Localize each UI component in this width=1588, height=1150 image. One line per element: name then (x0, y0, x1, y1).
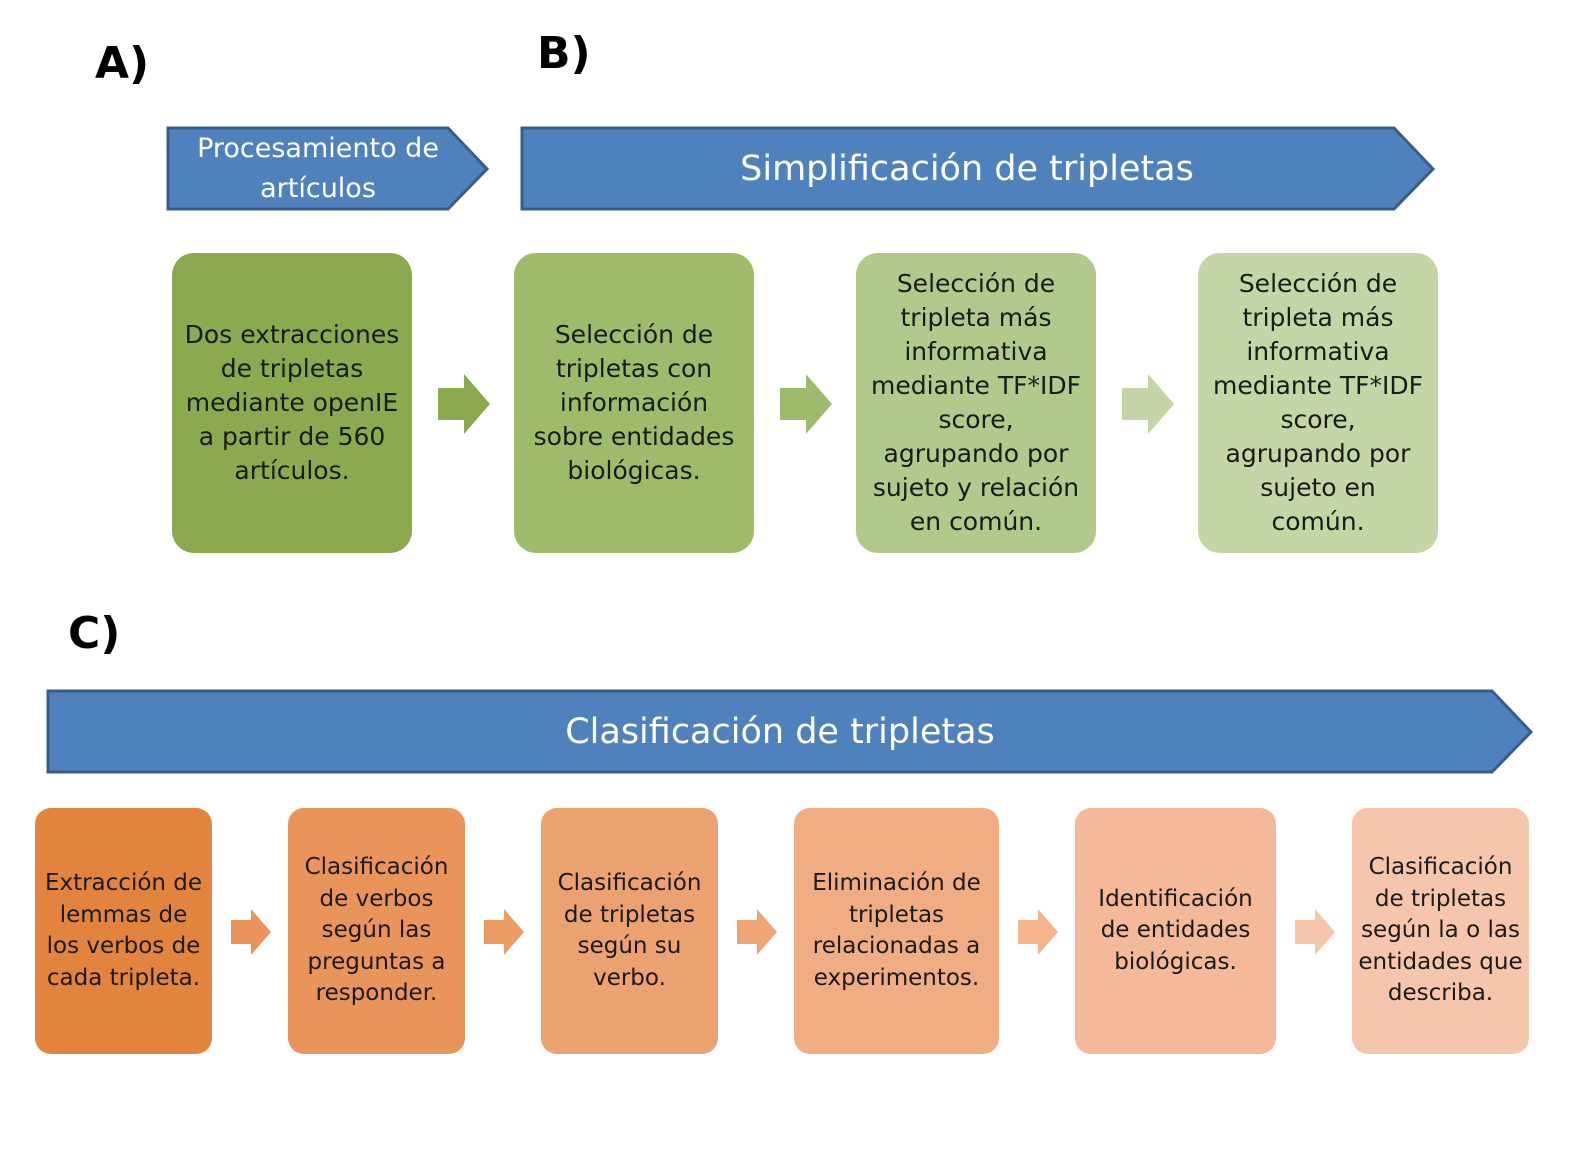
arrow-right-icon (737, 909, 777, 955)
arrow-right-icon (484, 909, 524, 955)
arrow-right-icon (1018, 909, 1058, 955)
orange-step-5-text: Identificación de entidades biológicas. (1098, 885, 1253, 975)
banner-b-text: Simplificación de tripletas (740, 149, 1194, 189)
orange-step-3: Clasificación de tripletas según su verb… (541, 808, 718, 1054)
orange-step-4-text: Eliminación de tripletas relacionadas a … (812, 870, 981, 991)
green-step-4-text: Selección de tripleta más informativa me… (1213, 269, 1423, 536)
section-b-label: B) (537, 28, 591, 79)
banner-simplificacion: Simplificación de tripletas (520, 126, 1436, 211)
section-c-label: C) (68, 608, 121, 659)
green-step-3-text: Selección de tripleta más informativa me… (871, 269, 1081, 536)
green-step-2: Selección de tripletas con información s… (514, 253, 754, 553)
arrow-right-icon (438, 374, 490, 434)
banner-a-shape (166, 126, 490, 211)
arrow-right-icon (1122, 374, 1174, 434)
banner-clasificacion: Clasificación de tripletas (46, 689, 1534, 774)
green-step-4: Selección de tripleta más informativa me… (1198, 253, 1438, 553)
arrow-right-icon (1295, 909, 1335, 955)
orange-step-6-text: Clasificación de tripletas según la o la… (1358, 854, 1523, 1007)
green-step-1: Dos extracciones de tripletas mediante o… (172, 253, 412, 553)
arrow-right-icon (231, 909, 271, 955)
green-step-3: Selección de tripleta más informativa me… (856, 253, 1096, 553)
orange-step-1: Extracción de lemmas de los verbos de ca… (35, 808, 212, 1054)
green-step-2-text: Selección de tripletas con información s… (533, 320, 735, 485)
banner-procesamiento: Procesamiento de artículos (166, 126, 490, 211)
arrow-right-icon (780, 374, 832, 434)
orange-step-1-text: Extracción de lemmas de los verbos de ca… (44, 870, 203, 991)
orange-step-2: Clasificación de verbos según las pregun… (288, 808, 465, 1054)
orange-step-2-text: Clasificación de verbos según las pregun… (304, 854, 449, 1007)
banner-c-text: Clasificación de tripletas (565, 712, 995, 752)
green-step-1-text: Dos extracciones de tripletas mediante o… (184, 320, 400, 485)
orange-step-6: Clasificación de tripletas según la o la… (1352, 808, 1529, 1054)
orange-step-5: Identificación de entidades biológicas. (1075, 808, 1276, 1054)
banner-c-shape (46, 689, 1534, 774)
orange-step-3-text: Clasificación de tripletas según su verb… (557, 870, 702, 991)
orange-step-4: Eliminación de tripletas relacionadas a … (794, 808, 999, 1054)
banner-a-text: Procesamiento de artículos (197, 133, 439, 204)
banner-b-shape (520, 126, 1436, 211)
section-a-label: A) (95, 38, 150, 89)
